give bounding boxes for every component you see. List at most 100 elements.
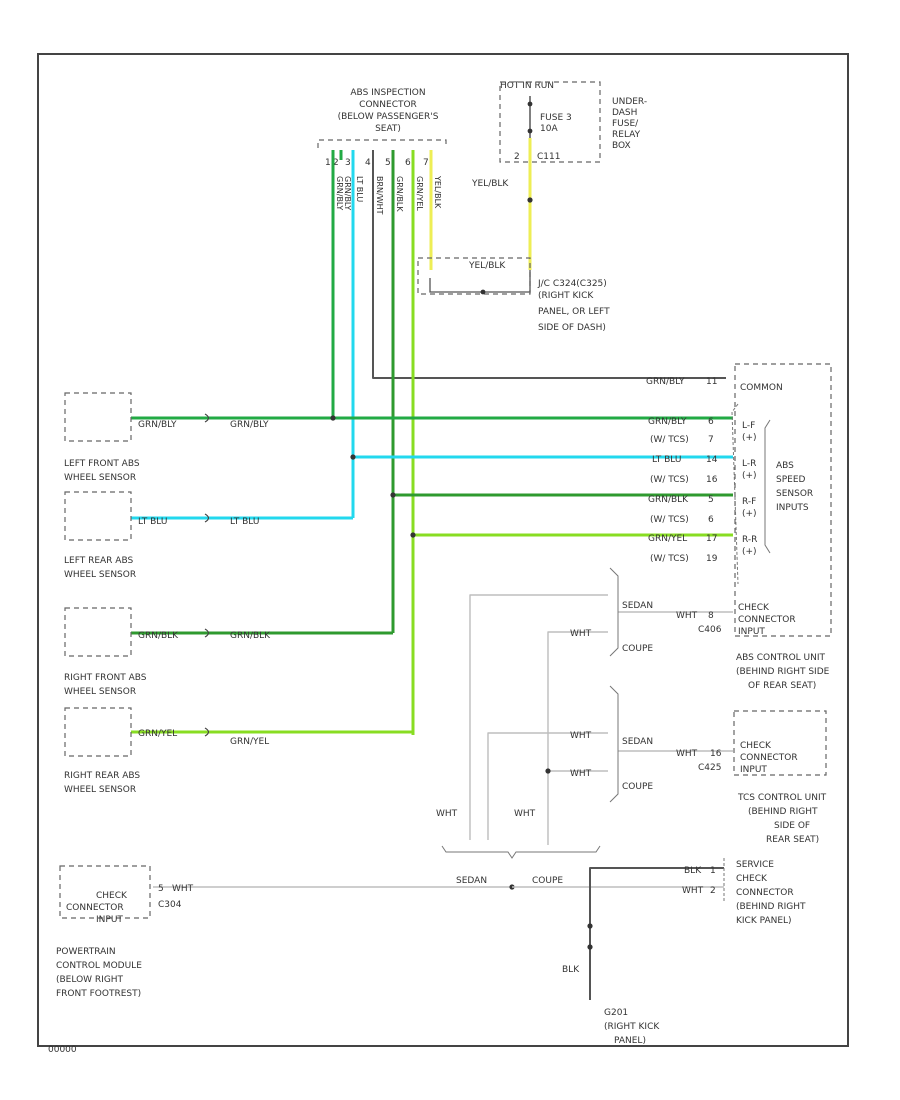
pcm-outline [59,865,151,919]
pcm-desc-3: (BELOW RIGHT [56,975,124,985]
rf-wire-label-b: GRN/BLK [230,631,271,641]
tcs-check-label-1: CHECK [740,741,772,751]
abs-connector-pin-3: 3 [345,158,351,168]
rr-wire-label-b: GRN/YEL [230,737,269,747]
jc-name-label: J/C C324(C325) [537,279,607,289]
tcs-coupe-label: COUPE [622,782,653,792]
abs-unit-outline [734,363,832,637]
rr-wire-label-a: GRN/YEL [138,729,177,739]
wire-blk-ground [589,867,724,1000]
right-front-sensor-label-1: RIGHT FRONT ABS [64,673,147,683]
yel-blk-splice-dot [527,197,533,203]
diagram-reference-number: 00000 [48,1045,77,1055]
pcm-desc-4: FRONT FOOTREST) [56,989,141,999]
body-style-selectors: SEDAN COUPE WHT SEDAN COUPE WHT WHT WHT … [436,567,653,859]
tcs-connector-label: C425 [698,763,721,773]
abs-connector-pin-6: 6 [405,158,411,168]
tcs-check-label-2: CONNECTOR [740,753,798,763]
rr-sensor-connector [204,727,210,737]
tcs-check-label-3: INPUT [740,765,767,775]
abs-row2-wire: LT BLU [652,455,681,465]
abs-inspection-connector: ABS INSPECTION CONNECTOR (BELOW PASSENGE… [317,88,447,215]
abs-row2-pin: 14 [706,455,718,465]
abs-control-unit: COMMON GRN/BLY 11 GRN/BLY 6 (W/ TCS) 7 L… [646,363,832,691]
jc-bus-dot [480,289,486,295]
wire-wht-abs-coupe [547,631,608,845]
abs-coupe-label: COUPE [622,644,653,654]
service-row1-pin: 1 [710,866,716,876]
service-desc-4: (BEHIND RIGHT [736,902,806,912]
abs-pin-label-lf-plus: (+) [742,433,757,443]
left-rear-sensor-label-2: WHEEL SENSOR [64,570,136,580]
abs-unit-desc-2: (BEHIND RIGHT SIDE [736,667,830,677]
right-rear-sensor-label-2: WHEEL SENSOR [64,785,136,795]
tcs-control-unit: CHECK CONNECTOR INPUT WHT 16 C425 TCS CO… [676,710,827,845]
jc-bus [429,270,531,293]
abs-row1-pin: 6 [708,417,714,427]
abs-group-label-2: SPEED [776,475,806,485]
lf-wire-label-b: GRN/BLY [230,420,269,430]
pcm-desc-1: POWERTRAIN [56,947,116,957]
ground-name-label: G201 [604,1008,628,1018]
abs-pin-label-rr: R-R [742,535,757,545]
right-drop-wht-label: WHT [514,809,536,819]
abs-branch-wht-label: WHT [570,629,592,639]
abs-row2-alt: (W/ TCS) [650,475,689,485]
abs-row3-alt: (W/ TCS) [650,515,689,525]
rf-wire-label-a: GRN/BLK [138,631,179,641]
yel-blk-fuse-label: YEL/BLK [471,179,509,189]
lr-sensor-connector [204,513,210,523]
abs-pin-label-lr: L-R [742,459,756,469]
abs-pin-label-lf: L-F [742,421,755,431]
pcm-pin-label: 5 [158,884,164,894]
abs-check-label-2: CONNECTOR [738,615,796,625]
fuse-terminal-top [527,101,533,107]
abs-common-label: COMMON [740,383,783,393]
abs-connector-pin-7: 7 [423,158,429,168]
abs-connector-pin-2: 2 [333,158,339,168]
abs-pin-label-rf: R-F [742,497,756,507]
abs-connector-name: C406 [698,625,722,635]
abs-row4-alt: (W/ TCS) [650,554,689,564]
tcs-pin-label: 16 [710,749,722,759]
abs-row3-alt-pin: 6 [708,515,714,525]
left-front-sensor-outline [64,392,132,442]
rf-sensor-connector [204,628,210,638]
left-front-sensor-label-1: LEFT FRONT ABS [64,459,140,469]
right-front-sensor-outline [64,607,132,657]
fuse-box-label-5: BOX [612,141,631,151]
wires-layer [131,138,733,1000]
abs-row1-alt: (W/ TCS) [650,435,689,445]
wire-brn-wht-common [372,150,726,379]
abs-group-label-1: ABS [776,461,794,471]
jc-desc-1: (RIGHT KICK [538,291,594,301]
abs-sedan-label: SEDAN [622,601,653,611]
abs-row1-wire: GRN/BLY [648,417,687,427]
c111-pin-label: 2 [514,152,520,162]
abs-connector-pin-4: 4 [365,158,371,168]
right-front-sensor-label-2: WHEEL SENSOR [64,687,136,697]
ground-splice-dot-bottom [587,944,593,950]
fuse-box-outline [499,81,601,163]
abs-connector-bracket [317,139,447,148]
pcm-connector-label: C304 [158,900,182,910]
service-desc-5: KICK PANEL) [736,916,792,926]
ground-desc-2: PANEL) [614,1036,646,1046]
fuse-rating-label: 10A [540,124,558,134]
rr-splice-dot [410,532,416,538]
abs-unit-desc-1: ABS CONTROL UNIT [736,653,826,663]
fuse-area: HOT IN RUN UNDER- DASH FUSE/ RELAY BOX F… [471,81,647,189]
wheel-sensors: LEFT FRONT ABS WHEEL SENSOR LEFT REAR AB… [64,392,271,795]
tcs-sedan-label: SEDAN [622,737,653,747]
left-rear-sensor-label-1: LEFT REAR ABS [64,556,133,566]
hot-in-run-label: HOT IN RUN [500,81,554,91]
c111-label: C111 [537,152,560,162]
lf-wire-label-a: GRN/BLY [138,420,177,430]
merge-bracket [441,845,601,859]
abs-row1-alt-pin: 7 [708,435,714,445]
rf-splice-dot [390,492,396,498]
lr-wire-label-a: LT BLU [138,517,167,527]
abs-connector-wire-label-6: GRN/YEL [415,176,424,211]
tcs-unit-desc-1: TCS CONTROL UNIT [737,793,827,803]
ground-splice-dot-top [587,923,593,929]
